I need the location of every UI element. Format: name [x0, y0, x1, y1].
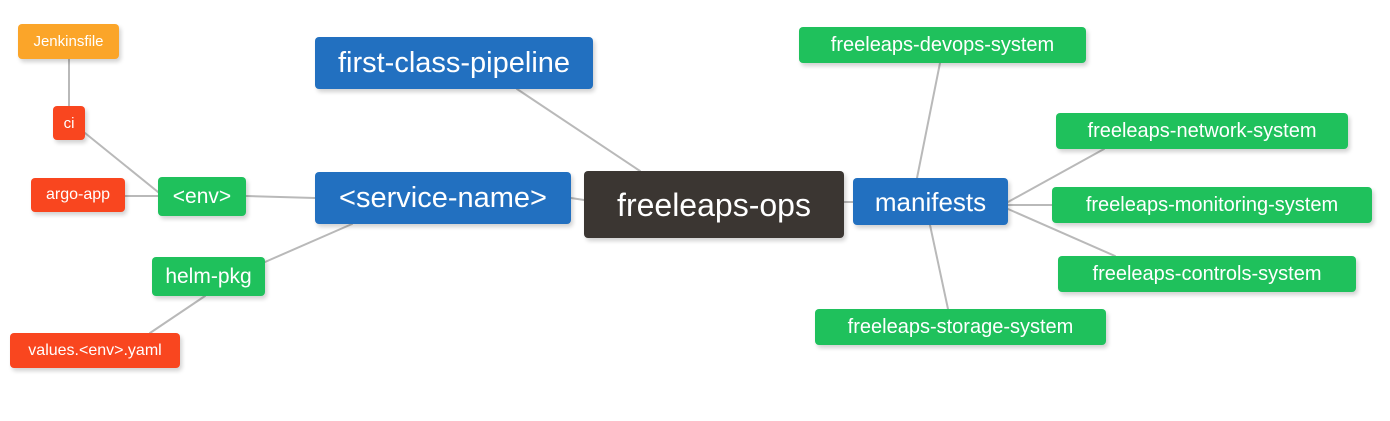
node-label-manifests: manifests — [874, 186, 987, 217]
node-label-argo-app: argo-app — [45, 186, 111, 203]
node-label-env: <env> — [172, 185, 232, 208]
node-label-freeleaps-devops-system: freeleaps-devops-system — [830, 34, 1055, 56]
node-manifests[interactable]: manifests — [853, 178, 1008, 225]
edge-values-yaml-to-helm-pkg — [149, 295, 206, 334]
node-label-freeleaps-network-system: freeleaps-network-system — [1087, 120, 1317, 142]
node-service-name[interactable]: <service-name> — [315, 172, 571, 224]
edge-manifests-to-freeleaps-storage-system — [929, 224, 949, 310]
edge-env-to-service-name — [245, 195, 316, 199]
node-label-freeleaps-storage-system: freeleaps-storage-system — [847, 316, 1074, 338]
node-freeleaps-ops[interactable]: freeleaps-ops — [584, 171, 844, 238]
node-freeleaps-storage-system[interactable]: freeleaps-storage-system — [815, 309, 1106, 345]
node-label-first-class-pipeline: first-class-pipeline — [337, 46, 571, 79]
node-helm-pkg[interactable]: helm-pkg — [152, 257, 265, 296]
node-freeleaps-network-system[interactable]: freeleaps-network-system — [1056, 113, 1348, 149]
node-label-helm-pkg: helm-pkg — [165, 265, 252, 288]
node-label-freeleaps-ops: freeleaps-ops — [617, 186, 811, 223]
node-ci[interactable]: ci — [53, 106, 85, 140]
node-argo-app[interactable]: argo-app — [31, 178, 125, 212]
node-label-ci: ci — [63, 114, 75, 132]
node-freeleaps-devops-system[interactable]: freeleaps-devops-system — [799, 27, 1086, 63]
node-jenkinsfile[interactable]: Jenkinsfile — [18, 24, 119, 59]
edge-manifests-to-freeleaps-devops-system — [916, 62, 941, 179]
node-label-freeleaps-monitoring-system: freeleaps-monitoring-system — [1085, 194, 1339, 216]
node-label-values-yaml: values.<env>.yaml — [28, 341, 162, 359]
edge-service-name-to-freeleaps-ops — [570, 197, 585, 201]
edge-helm-pkg-to-service-name — [264, 223, 353, 263]
node-values-yaml[interactable]: values.<env>.yaml — [10, 333, 180, 368]
node-first-class-pipeline[interactable]: first-class-pipeline — [315, 37, 593, 89]
edge-first-class-pipeline-to-freeleaps-ops — [516, 88, 641, 172]
node-env[interactable]: <env> — [158, 177, 246, 216]
node-label-freeleaps-controls-system: freeleaps-controls-system — [1092, 263, 1322, 285]
node-label-service-name: <service-name> — [339, 181, 547, 214]
node-freeleaps-controls-system[interactable]: freeleaps-controls-system — [1058, 256, 1356, 292]
node-freeleaps-monitoring-system[interactable]: freeleaps-monitoring-system — [1052, 187, 1372, 223]
node-label-jenkinsfile: Jenkinsfile — [33, 33, 104, 50]
